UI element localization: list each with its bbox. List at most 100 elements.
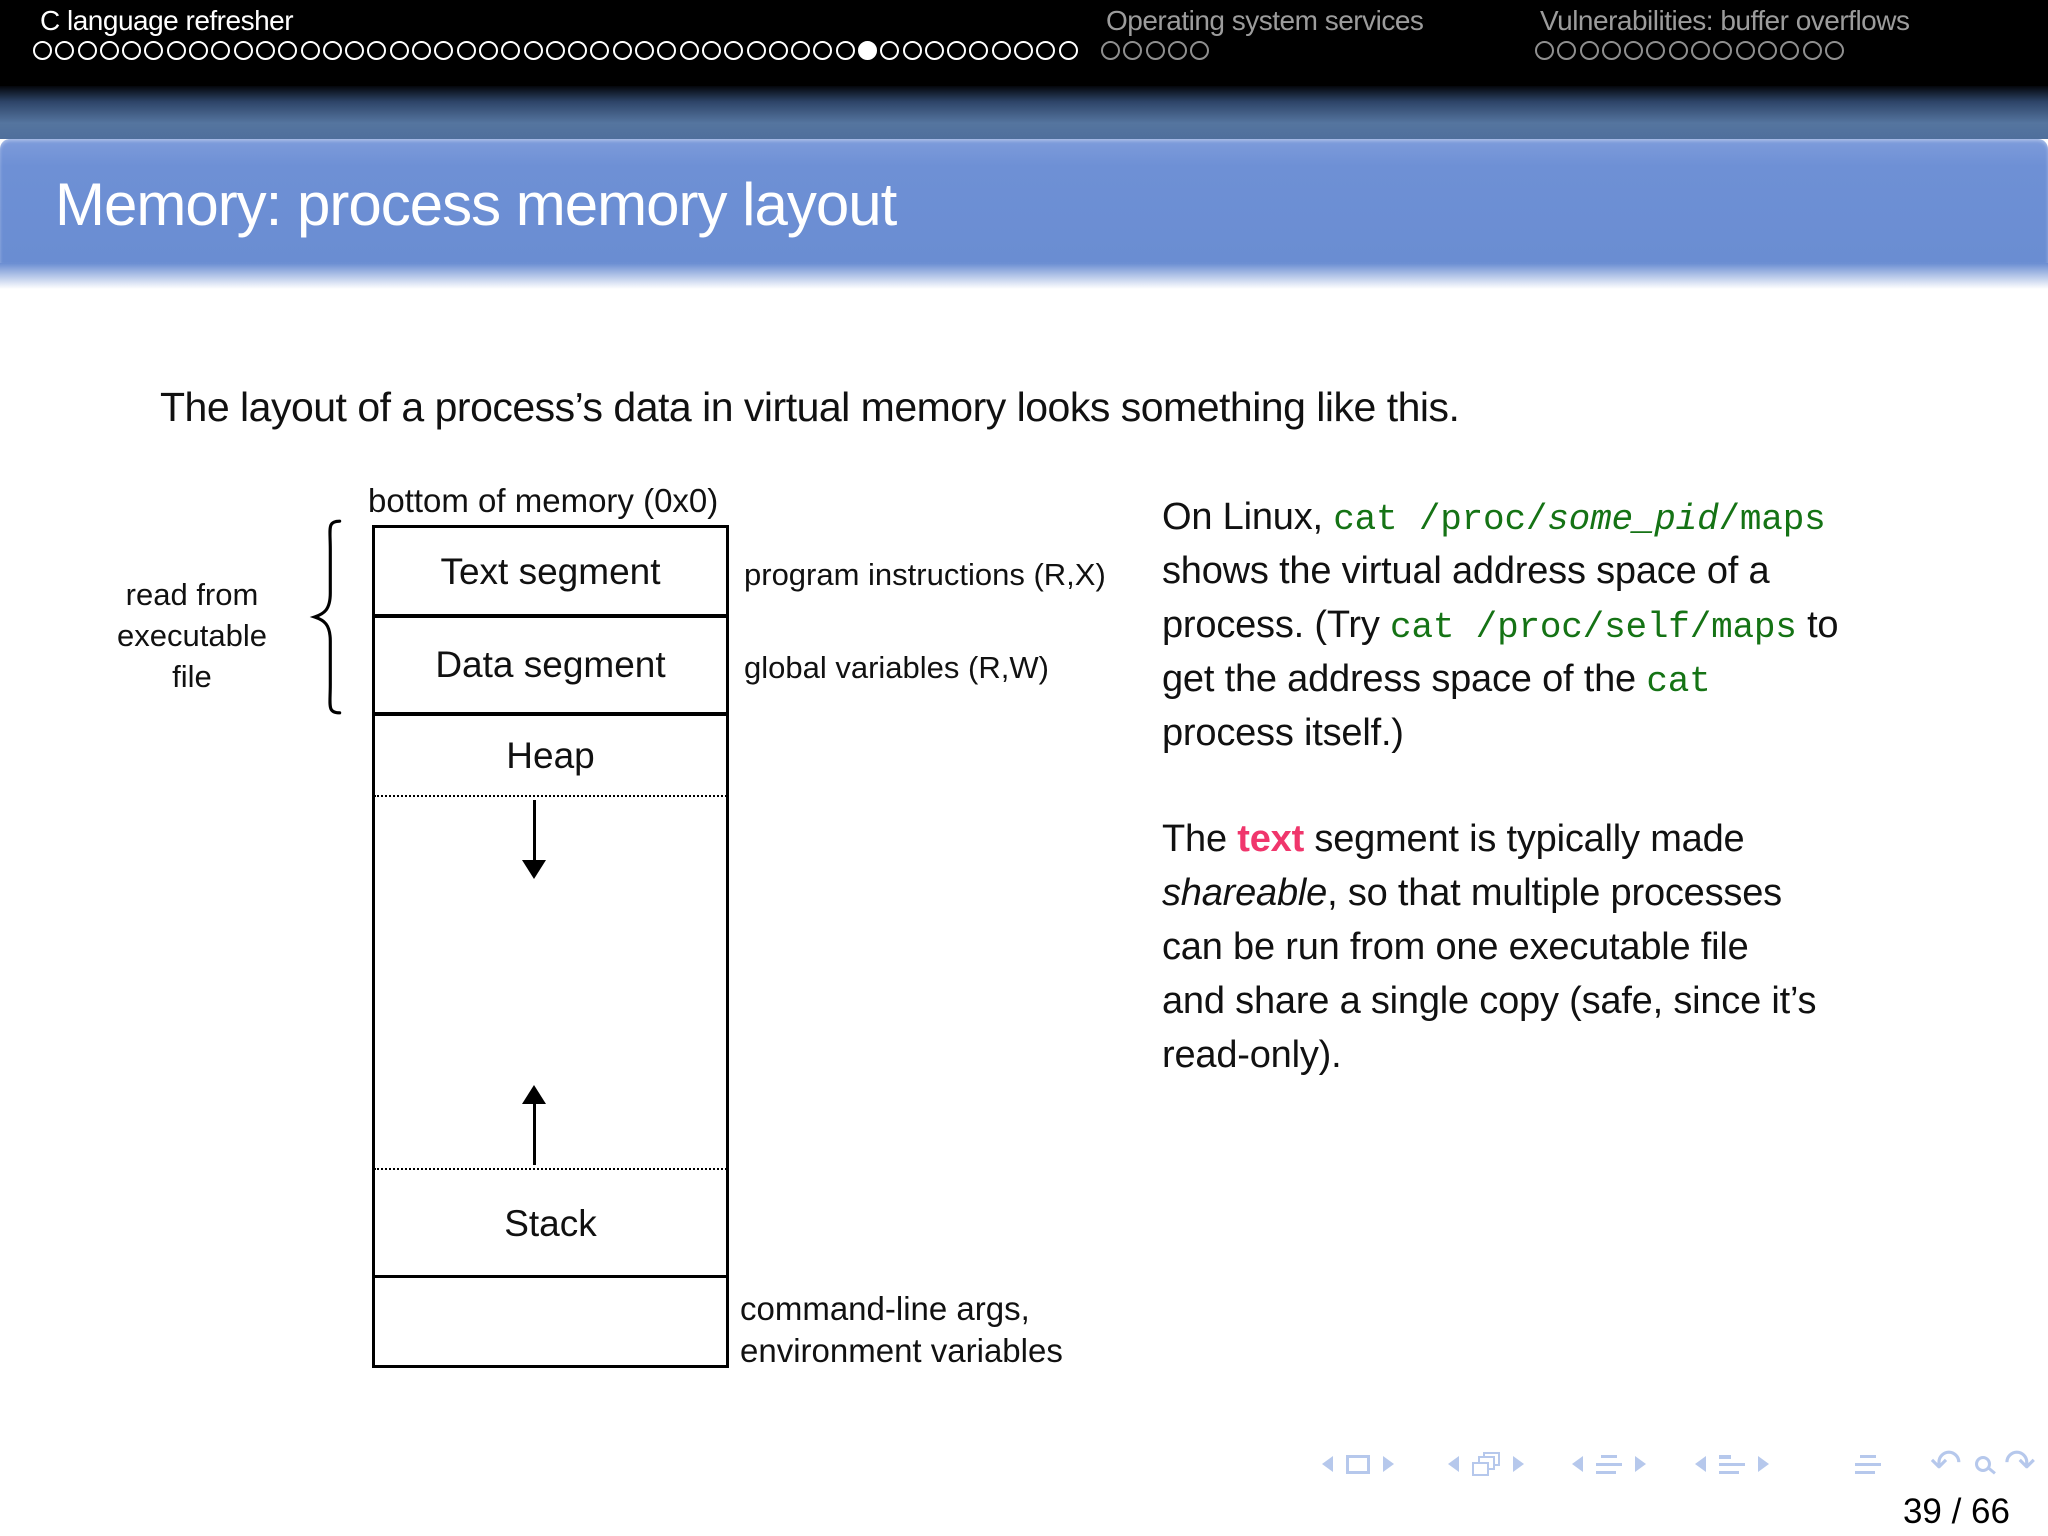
nav-dot[interactable]	[122, 41, 142, 60]
nav-dot[interactable]	[1646, 41, 1666, 60]
paragraph1-line4: get the address space of the cat	[1162, 658, 1711, 702]
nav-dot[interactable]	[1780, 41, 1800, 60]
read-from-line2: executable	[117, 618, 267, 653]
nav-dot[interactable]	[857, 41, 877, 60]
nav-dot[interactable]	[679, 41, 699, 60]
slide-icon[interactable]	[1346, 1454, 1370, 1474]
presentation-nav-group[interactable]	[1855, 1449, 1881, 1479]
nav-dot[interactable]	[813, 41, 833, 60]
nav-dot[interactable]	[1624, 41, 1644, 60]
nav-dot[interactable]	[768, 41, 788, 60]
frame-nav-group[interactable]	[1448, 1449, 1524, 1479]
frames-icon[interactable]	[1472, 1452, 1500, 1476]
nav-dot[interactable]	[635, 41, 655, 60]
alert-run: text	[1237, 818, 1305, 860]
nav-dot[interactable]	[657, 41, 677, 60]
nav-dot[interactable]	[278, 41, 298, 60]
nav-dot[interactable]	[144, 41, 164, 60]
nav-dot[interactable]	[1802, 41, 1822, 60]
nav-dot[interactable]	[1824, 41, 1844, 60]
nav-dot[interactable]	[1691, 41, 1711, 60]
nav-dot[interactable]	[345, 41, 365, 60]
search-icon[interactable]	[1974, 1456, 1991, 1472]
text-run: process. (Try	[1162, 604, 1391, 646]
nav-dot[interactable]	[746, 41, 766, 60]
nav-dot[interactable]	[835, 41, 855, 60]
section-back-icon[interactable]	[1695, 1456, 1706, 1472]
nav-dot[interactable]	[1713, 41, 1733, 60]
nav-dot[interactable]	[77, 41, 97, 60]
nav-dot[interactable]	[1557, 41, 1577, 60]
nav-dot[interactable]	[1535, 41, 1554, 60]
nav-dot[interactable]	[1014, 41, 1034, 60]
nav-dot[interactable]	[1668, 41, 1688, 60]
nav-section-os-services[interactable]: Operating system services	[1106, 5, 1424, 36]
nav-dot[interactable]	[1145, 41, 1165, 60]
code-run-italic: some_pid	[1547, 499, 1719, 540]
nav-dot[interactable]	[612, 41, 632, 60]
nav-dot[interactable]	[434, 41, 454, 60]
nav-dot[interactable]	[969, 41, 989, 60]
history-nav-group[interactable]: ↶ ↷	[1930, 1443, 2036, 1485]
nav-dot[interactable]	[1058, 41, 1078, 60]
nav-dot[interactable]	[1757, 41, 1777, 60]
subsection-nav-group[interactable]	[1572, 1449, 1646, 1479]
nav-dot[interactable]	[523, 41, 543, 60]
nav-dot[interactable]	[367, 41, 387, 60]
nav-dot[interactable]	[924, 41, 944, 60]
nav-dot[interactable]	[947, 41, 967, 60]
slide-nav-group[interactable]	[1322, 1449, 1394, 1479]
nav-dot[interactable]	[902, 41, 922, 60]
nav-dot[interactable]	[701, 41, 721, 60]
nav-section-c-language[interactable]: C language refresher	[40, 5, 294, 36]
nav-dot[interactable]	[456, 41, 476, 60]
presentation-lines-icon[interactable]	[1855, 1454, 1881, 1474]
nav-dot[interactable]	[1601, 41, 1621, 60]
nav-dot[interactable]	[724, 41, 744, 60]
nav-dot[interactable]	[791, 41, 811, 60]
frame-back-icon[interactable]	[1448, 1456, 1459, 1472]
slide-back-icon[interactable]	[1322, 1456, 1333, 1472]
nav-dot[interactable]	[99, 41, 119, 60]
frame-forward-icon[interactable]	[1513, 1456, 1524, 1472]
text-run: to	[1796, 604, 1839, 646]
undo-icon[interactable]: ↶	[1930, 1443, 1962, 1485]
nav-dot[interactable]	[501, 41, 521, 60]
nav-section-vulnerabilities[interactable]: Vulnerabilities: buffer overflows	[1540, 5, 1910, 36]
nav-dot[interactable]	[590, 41, 610, 60]
nav-dot[interactable]	[300, 41, 320, 60]
nav-dot[interactable]	[1190, 41, 1210, 60]
section-lines-icon[interactable]	[1719, 1454, 1745, 1474]
nav-dot[interactable]	[1036, 41, 1056, 60]
nav-dot[interactable]	[189, 41, 209, 60]
nav-dot[interactable]	[1167, 41, 1187, 60]
data-heap-divider	[372, 712, 729, 716]
nav-dot[interactable]	[1101, 41, 1120, 60]
subsection-back-icon[interactable]	[1572, 1456, 1583, 1472]
redo-icon[interactable]: ↷	[2003, 1443, 2036, 1485]
nav-dot[interactable]	[412, 41, 432, 60]
nav-dot[interactable]	[880, 41, 900, 60]
stack-args-divider	[372, 1275, 729, 1278]
nav-dot[interactable]	[1735, 41, 1755, 60]
nav-dot[interactable]	[545, 41, 565, 60]
section-forward-icon[interactable]	[1758, 1456, 1769, 1472]
nav-dot[interactable]	[233, 41, 253, 60]
nav-dot[interactable]	[1579, 41, 1599, 60]
section-nav-group[interactable]	[1695, 1449, 1769, 1479]
nav-dot[interactable]	[211, 41, 231, 60]
nav-dot[interactable]	[322, 41, 342, 60]
nav-dot[interactable]	[166, 41, 186, 60]
slide-forward-icon[interactable]	[1383, 1456, 1394, 1472]
nav-dots-os-services	[1101, 41, 1212, 61]
nav-dot[interactable]	[389, 41, 409, 60]
subsection-lines-icon[interactable]	[1596, 1454, 1622, 1474]
nav-dot[interactable]	[1123, 41, 1143, 60]
nav-dot[interactable]	[33, 41, 52, 60]
nav-dot[interactable]	[255, 41, 275, 60]
nav-dot[interactable]	[478, 41, 498, 60]
nav-dot[interactable]	[55, 41, 75, 60]
nav-dot[interactable]	[568, 41, 588, 60]
subsection-forward-icon[interactable]	[1635, 1456, 1646, 1472]
nav-dot[interactable]	[991, 41, 1011, 60]
